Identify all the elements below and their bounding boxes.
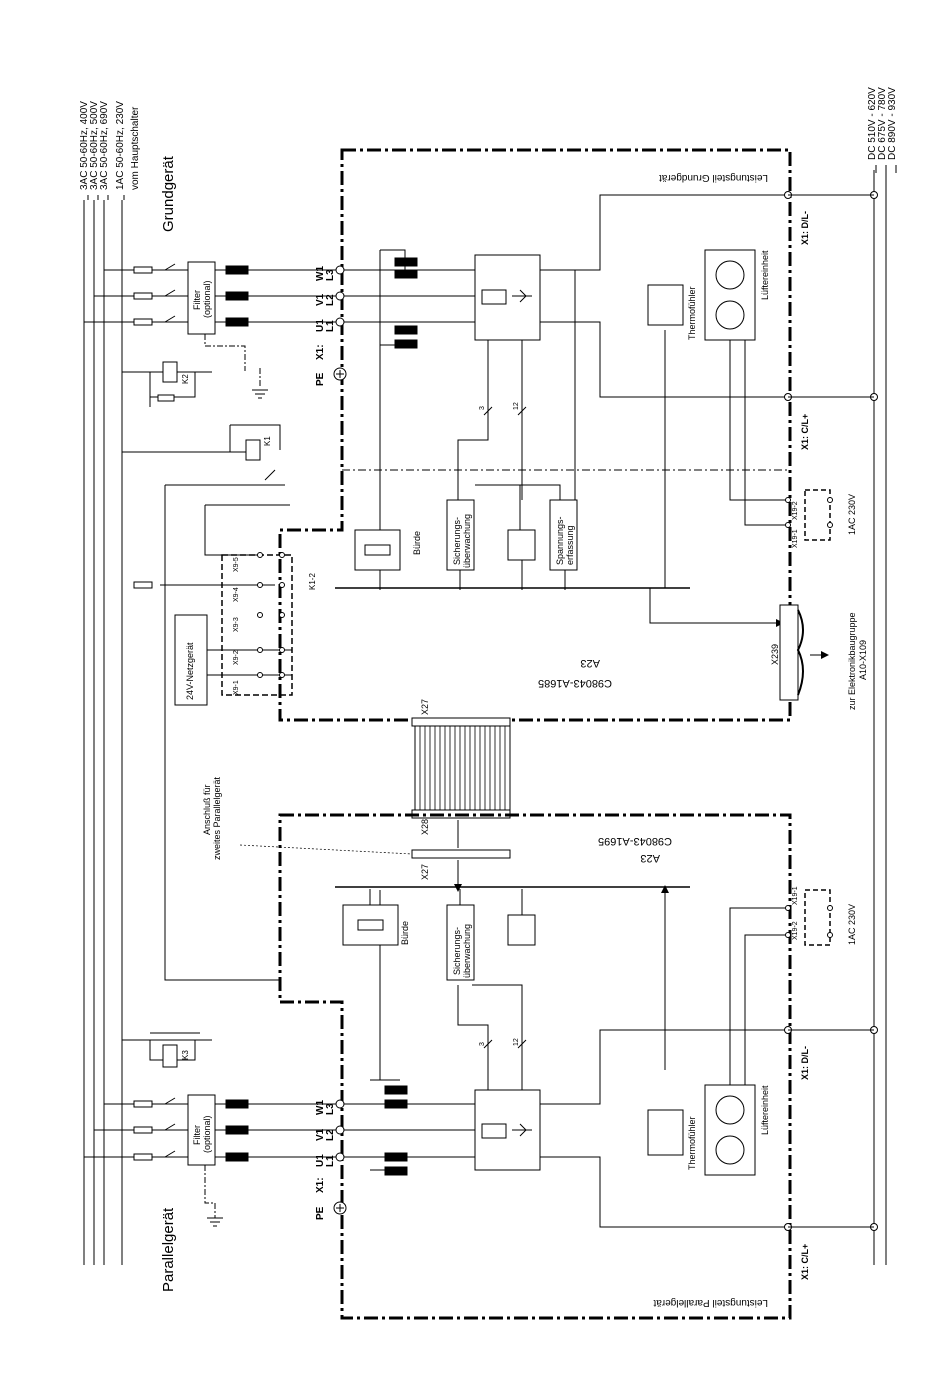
grund-pe: PE <box>315 372 326 386</box>
k1-fuse <box>133 581 153 589</box>
x94-a: X9-4 <box>233 587 240 602</box>
grund-filter-label: Filter <box>192 290 202 310</box>
cplus-a: X1: C/L+ <box>800 414 810 450</box>
supply-buses <box>83 170 887 1265</box>
ac230-b: 1AC 230V <box>847 904 857 945</box>
leistung-par-label: Leistungsteil Parallelgerät <box>653 1297 768 1308</box>
grund-w1: W1 <box>315 266 326 281</box>
grund-l3: L3 <box>325 269 336 281</box>
par-optional: (optional) <box>202 1115 212 1153</box>
x191-a: X19-1 <box>792 529 799 548</box>
relay-k1-circuit <box>122 424 290 586</box>
k3-label: K3 <box>181 1050 190 1060</box>
x27-top: X27 <box>420 699 430 715</box>
n3-b: 3 <box>479 1042 486 1046</box>
x27-bot: X27 <box>420 864 430 880</box>
burde-a: Bürde <box>412 531 422 555</box>
par-l1: L1 <box>325 1155 336 1167</box>
anschluss2: zweites Parallelgerät <box>212 776 222 860</box>
c1685-a: C98043-A1685 <box>538 677 612 689</box>
sich2-b: überwachung <box>462 924 472 978</box>
x192-b: X19-2 <box>792 921 799 940</box>
span2-a: erfassung <box>565 525 575 565</box>
dminus-a: X1: D/L- <box>800 211 810 245</box>
leistung-grund-label: Leistungsteil Grundgerät <box>659 172 768 183</box>
par-l2: L2 <box>325 1129 336 1141</box>
par-fans <box>647 889 833 1176</box>
x239-a: X239 <box>770 644 780 665</box>
x92-a: X9-2 <box>233 650 240 665</box>
luefter-b: Lüftereinheit <box>760 1085 770 1135</box>
grund-x1: X1: <box>315 344 326 360</box>
netzgeraet-label: 24V-Netzgerät <box>185 642 195 700</box>
grund-title: Grundgerät <box>160 155 177 232</box>
par-filter: Filter <box>192 1125 202 1145</box>
elektro2: A10-X109 <box>858 640 868 680</box>
grund-l1: L1 <box>325 320 336 332</box>
x28: X28 <box>420 819 430 835</box>
par-pe: PE <box>315 1206 326 1220</box>
supply-dc3: DC 890V - 930V <box>887 87 898 160</box>
par-x1: X1: <box>315 1177 326 1193</box>
power-box-grund <box>278 148 792 722</box>
par-w1: W1 <box>315 1100 326 1115</box>
supply-ac2: 3AC 50-60Hz, 500V <box>89 101 100 190</box>
supply-dc2: DC 675V - 780V <box>877 87 888 160</box>
k12-label: K1-2 <box>308 573 317 590</box>
supply-ac1: 3AC 50-60Hz, 400V <box>79 101 90 190</box>
cplus-b: X1: C/L+ <box>800 1244 810 1280</box>
x95-a: X9-5 <box>233 557 240 572</box>
par-l3: L3 <box>325 1103 336 1115</box>
a23-a: A23 <box>580 657 600 669</box>
par-u1: U1 <box>315 1154 326 1167</box>
grund-input <box>84 261 475 399</box>
sich2-a: überwachung <box>462 514 472 568</box>
grund-boxes <box>335 330 780 623</box>
supply-ac4: 1AC 50-60Hz, 230V <box>115 101 126 190</box>
relay-k2-circuit <box>122 361 212 407</box>
grund-optional-label: (optional) <box>202 280 212 318</box>
par-v1: V1 <box>315 1128 326 1141</box>
x191-b: X19-1 <box>792 886 799 905</box>
dminus-b: X1: D/L- <box>800 1046 810 1080</box>
par-input <box>84 485 475 1227</box>
grund-fans <box>647 249 833 541</box>
supply-ac5: vom Hauptschalter <box>130 106 141 190</box>
par-boxes <box>335 887 690 1080</box>
x91-a: X9-1 <box>233 680 240 695</box>
luefter-a: Lüftereinheit <box>760 250 770 300</box>
n12-a: 12 <box>513 402 520 410</box>
x192-a: X19-2 <box>792 501 799 520</box>
x93-a: X9-3 <box>233 617 240 632</box>
sich1-a: Sicherungs- <box>452 517 462 565</box>
thermo-b: Thermofühler <box>687 1116 697 1170</box>
anschluss1: Anschluß für <box>202 784 212 835</box>
k1-label: K1 <box>263 436 272 446</box>
elektro1: zur Elektronikbaugruppe <box>847 612 857 710</box>
n3-a: 3 <box>479 406 486 410</box>
n12-b: 12 <box>513 1038 520 1046</box>
x239-connector <box>779 604 829 701</box>
grund-v1: V1 <box>315 293 326 306</box>
burde-b: Bürde <box>400 921 410 945</box>
sich1-b: Sicherungs- <box>452 927 462 975</box>
grund-bridge <box>379 191 878 570</box>
power-box-parallel <box>278 813 792 1320</box>
supply-ac3: 3AC 50-60Hz, 690V <box>99 101 110 190</box>
c1695-b: C98043-A1695 <box>598 835 672 847</box>
thermo-a: Thermofühler <box>687 286 697 340</box>
par-bridge <box>370 890 878 1231</box>
supply-labels: 3AC 50-60Hz, 400V 3AC 50-60Hz, 500V 3AC … <box>79 87 898 190</box>
netzgeraet <box>174 552 293 706</box>
parallel-title: Parallelgerät <box>160 1207 177 1292</box>
k2-label: K2 <box>181 374 190 384</box>
ac230-a: 1AC 230V <box>847 494 857 535</box>
a23-b: A23 <box>640 852 660 864</box>
span1-a: Spannungs- <box>555 516 565 565</box>
grund-l2: L2 <box>325 294 336 306</box>
grund-u1: U1 <box>315 319 326 332</box>
supply-dc1: DC 510V - 620V <box>867 87 878 160</box>
